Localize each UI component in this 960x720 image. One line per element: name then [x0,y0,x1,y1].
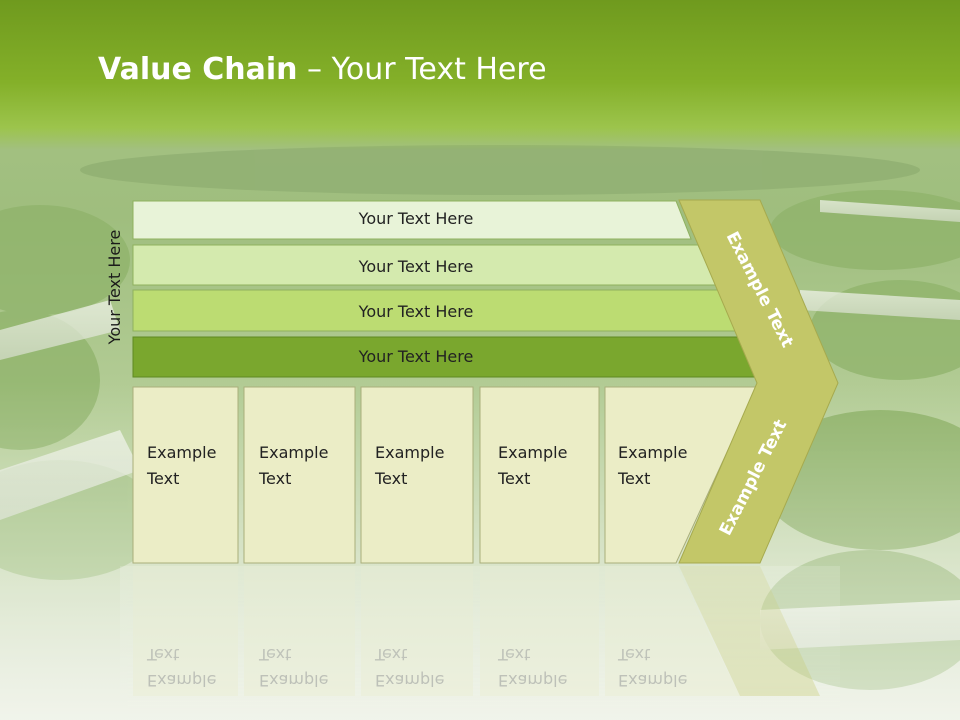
column-3-line2: Text [374,469,407,488]
column-2[interactable] [243,386,356,564]
margin-chevron: Example Text Example Text [678,199,839,564]
bar-1[interactable] [132,200,692,240]
column-5-line1: Example [618,443,687,462]
column-1-line2: Text [146,469,179,488]
column-5-line2: Text [617,469,650,488]
reflection-fade [120,566,840,720]
primary-columns: Example Text Example Text Example Text E… [132,386,758,564]
page-title: Value Chain – Your Text Here [98,52,547,87]
column-3-line1: Example [375,443,444,462]
column-2-line2: Text [258,469,291,488]
chevron-shape[interactable] [678,199,839,564]
title-bold: Value Chain [98,52,298,87]
column-4-line2: Text [497,469,530,488]
reflection: Example Text Example Text Example Text E… [120,566,840,720]
bar-4-label: Your Text Here [358,347,474,366]
title-rest: – Your Text Here [297,52,547,87]
column-4-line1: Example [498,443,567,462]
bar-2-label: Your Text Here [358,257,474,276]
header-band [0,0,960,150]
support-bars: Your Text Here Your Text Here Your Text … [132,200,764,378]
column-1-line1: Example [147,443,216,462]
column-3[interactable] [360,386,474,564]
column-2-line1: Example [259,443,328,462]
bar-3-label: Your Text Here [358,302,474,321]
column-1[interactable] [132,386,239,564]
column-4[interactable] [479,386,600,564]
column-5[interactable] [604,386,758,564]
bar-1-label: Your Text Here [358,209,474,228]
